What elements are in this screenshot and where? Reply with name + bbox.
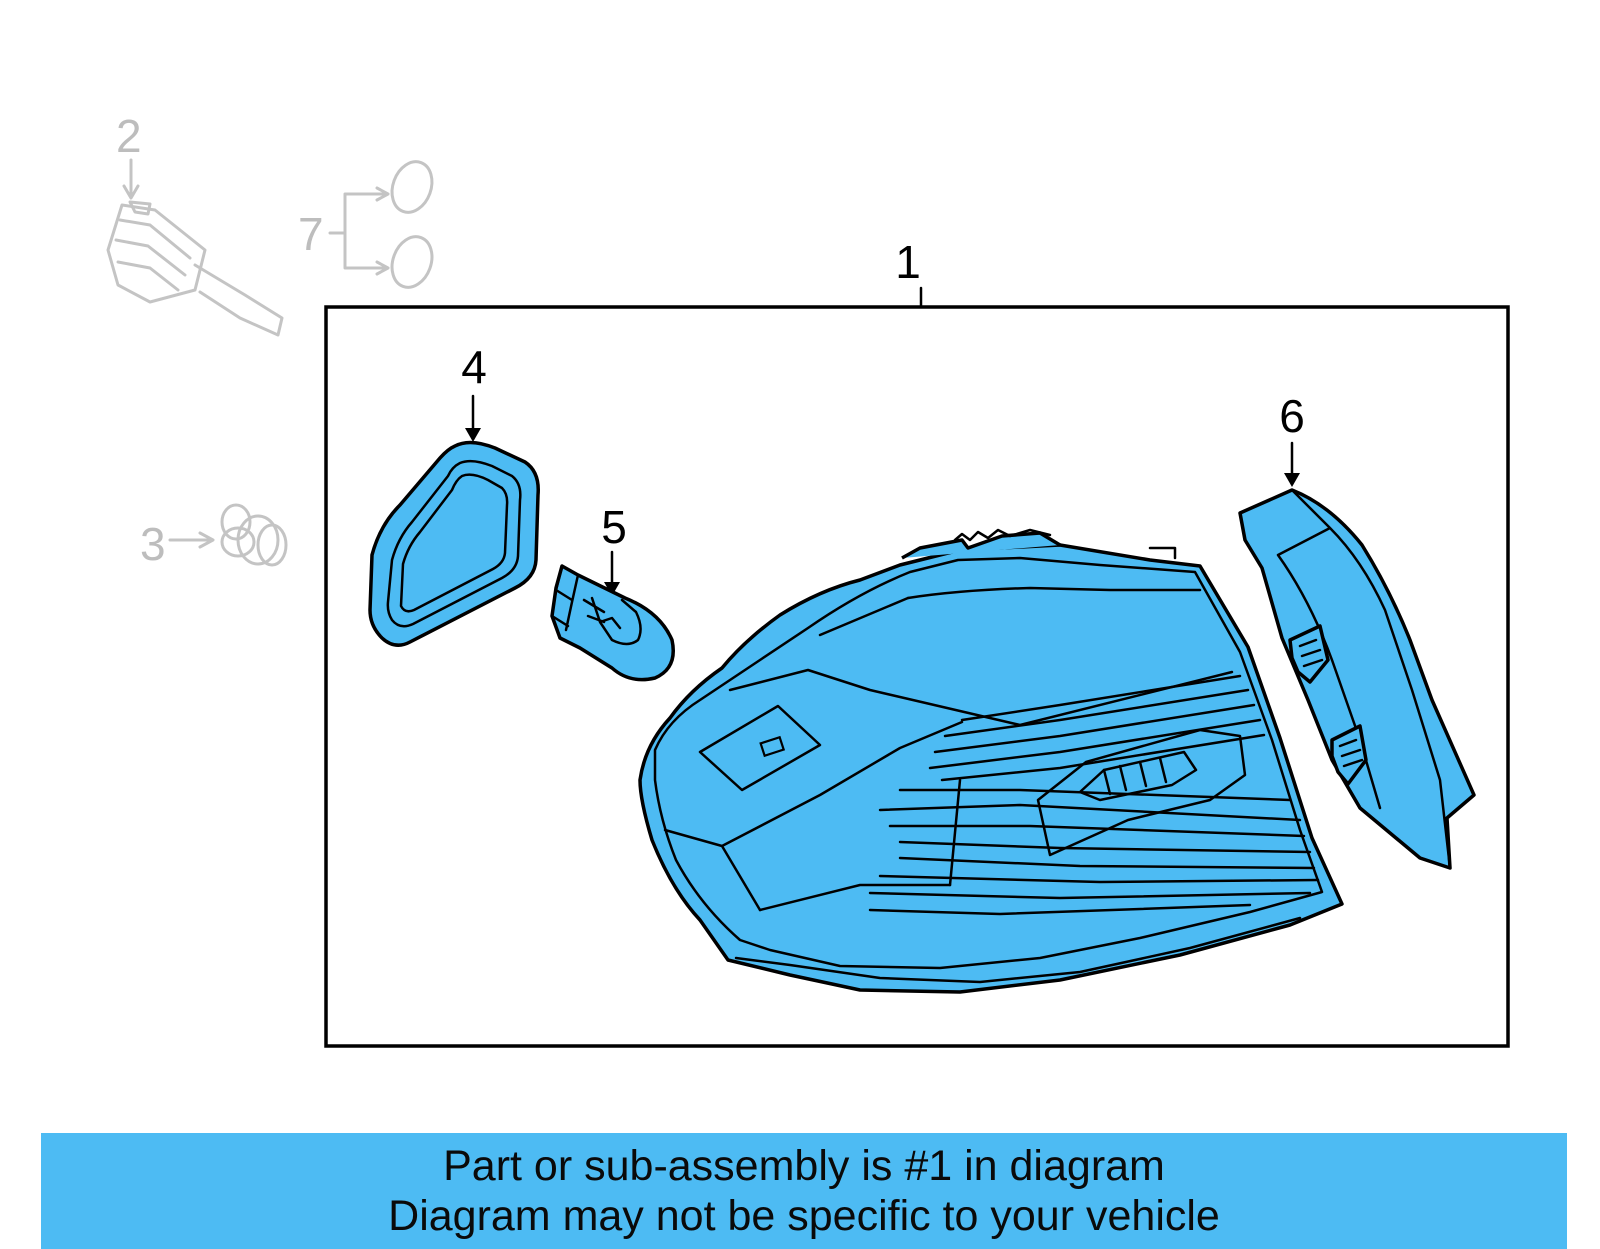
callout-5[interactable]: 5 — [601, 501, 627, 553]
info-banner: Part or sub-assembly is #1 in diagram Di… — [41, 1133, 1567, 1249]
callout-6[interactable]: 6 — [1279, 390, 1305, 442]
bulb-icon — [550, 550, 675, 682]
banner-line-part-info: Part or sub-assembly is #1 in diagram — [443, 1142, 1165, 1190]
callout-1[interactable]: 1 — [895, 236, 921, 288]
assembly-boundary-box — [324, 305, 1510, 1048]
callout-2[interactable]: 2 — [116, 110, 142, 162]
callout-7[interactable]: 7 — [298, 208, 324, 260]
gasket-icon — [368, 394, 540, 647]
side-lamp-trim-icon — [1238, 441, 1476, 870]
callout-4[interactable]: 4 — [461, 341, 487, 393]
bulb-socket-icon — [106, 158, 284, 337]
tail-lamp-assembly-icon — [638, 528, 1344, 994]
banner-line-disclaimer: Diagram may not be specific to your vehi… — [388, 1192, 1220, 1240]
callout-3[interactable]: 3 — [140, 518, 166, 570]
seal-ring-icon — [328, 160, 434, 289]
clip-icon — [168, 503, 288, 567]
ghost-parts: 2 7 3 — [106, 110, 434, 570]
